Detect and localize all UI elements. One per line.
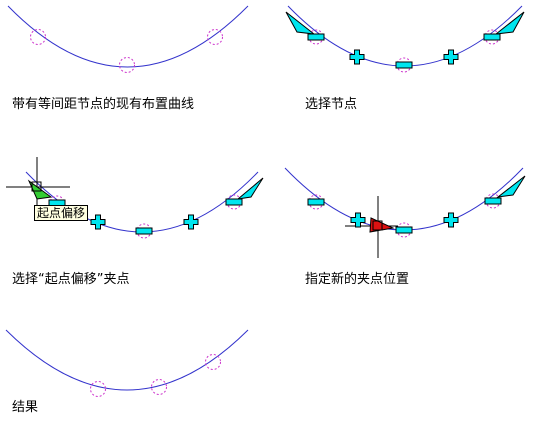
node-circle	[119, 57, 135, 73]
start-offset-grip-active[interactable]	[27, 179, 53, 200]
panel-select	[285, 5, 525, 73]
node-rect-grip[interactable]	[225, 198, 243, 206]
panel-existing	[7, 5, 249, 73]
caption-new-location: 指定新的夹点位置	[305, 272, 410, 287]
end-triangle-grip[interactable]	[236, 177, 264, 200]
caption-select-node: 选择节点	[305, 97, 358, 112]
node-rect-grip[interactable]	[395, 226, 413, 234]
node-rect-grip[interactable]	[135, 227, 153, 235]
node-circle	[30, 29, 46, 45]
plus-grip[interactable]	[90, 214, 106, 230]
node-rect-grip[interactable]	[484, 197, 502, 205]
plus-grip[interactable]	[350, 212, 366, 228]
plus-grip[interactable]	[349, 49, 365, 65]
node-circle	[151, 379, 167, 395]
node-circle	[207, 29, 223, 45]
start-offset-tooltip: 起点偏移	[34, 205, 89, 221]
cursor-pickbox	[31, 181, 42, 192]
caption-result: 结果	[12, 400, 39, 415]
caption-existing-curve: 带有等间距节点的现有布置曲线	[12, 97, 195, 112]
plus-grip[interactable]	[443, 49, 459, 65]
panel-start-offset	[6, 157, 264, 239]
node-rect-grip[interactable]	[307, 33, 325, 41]
end-triangle-grip[interactable]	[494, 11, 525, 35]
node-rect-grip[interactable]	[307, 198, 325, 206]
caption-select-start-offset: 选择“起点偏移”夹点	[12, 272, 130, 287]
cursor-pickbox	[372, 220, 383, 231]
node-rect-grip[interactable]	[395, 61, 413, 69]
plus-grip[interactable]	[183, 214, 199, 230]
node-circle	[90, 381, 106, 397]
end-triangle-grip[interactable]	[496, 175, 526, 198]
start-triangle-grip[interactable]	[285, 11, 316, 35]
layout-curve	[7, 5, 249, 68]
node-rect-grip[interactable]	[483, 33, 501, 41]
panel-new-location	[284, 167, 526, 258]
node-circle	[205, 354, 221, 370]
layout-curve	[5, 329, 249, 391]
plus-grip[interactable]	[443, 212, 459, 228]
panel-result	[5, 329, 249, 397]
